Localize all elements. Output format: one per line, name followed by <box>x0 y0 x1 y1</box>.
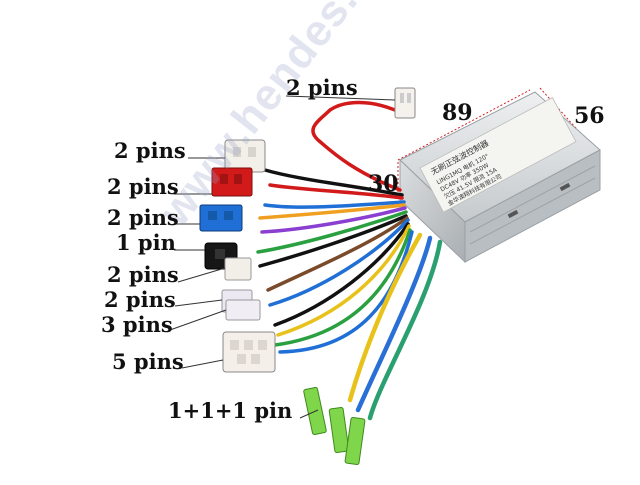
green-single-pin-connectors <box>303 386 366 465</box>
red-2pin-connector <box>211 167 253 197</box>
label-white-2pins: 2 pins <box>114 138 186 163</box>
dimension-length: 89 <box>442 100 473 126</box>
dimension-guides <box>397 87 601 195</box>
label-black-1pin: 1 pin <box>116 230 176 255</box>
wiring-harness <box>256 100 443 421</box>
label-blue-2pins: 2 pins <box>107 205 179 230</box>
label-white-3pins: 3 pins <box>101 312 173 337</box>
label-green-pins: 1+1+1 pin <box>168 398 293 423</box>
white-3pin-connector <box>225 299 261 321</box>
white-2pin-connector <box>224 139 266 173</box>
top-2pin-connector <box>394 87 416 119</box>
label-white-5pins: 5 pins <box>112 349 184 374</box>
label-top-2pins: 2 pins <box>286 75 358 100</box>
label-white-2pins-c: 2 pins <box>104 287 176 312</box>
white-2pin-connector-b <box>224 257 252 281</box>
label-white-2pins-b: 2 pins <box>107 262 179 287</box>
white-5pin-connector <box>222 331 276 373</box>
label-red-2pins: 2 pins <box>107 174 179 199</box>
dimension-width: 56 <box>574 103 605 129</box>
leader-lines <box>169 95 396 419</box>
dimension-height: 30 <box>368 171 399 197</box>
blue-2pin-connector <box>199 204 243 232</box>
